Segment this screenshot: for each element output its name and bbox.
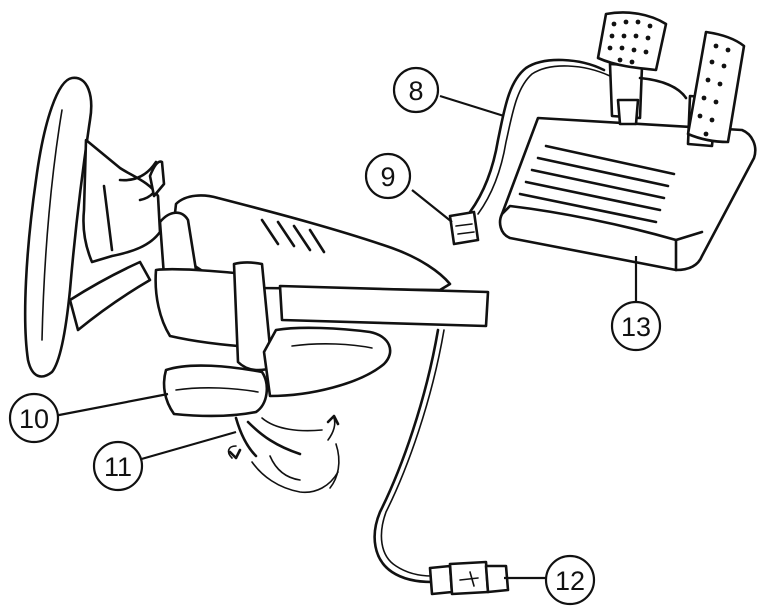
steering-wheel (23, 76, 166, 378)
pedal-texture (607, 19, 731, 137)
usb-plug (428, 564, 454, 596)
pedal-base (498, 116, 757, 272)
leader-lines (53, 94, 638, 580)
callout-9-label: 9 (380, 162, 395, 192)
callout-8-label: 8 (408, 76, 423, 106)
clamp-knob (162, 364, 269, 418)
pedal-cord (468, 58, 606, 214)
callout-11-label: 11 (104, 452, 132, 482)
callout-9: 9 (364, 152, 412, 200)
wheel-spoke (82, 138, 162, 264)
callout-12-label: 12 (555, 566, 585, 596)
usb-cord (373, 328, 440, 584)
usb-cable (373, 328, 510, 596)
rj-connector (448, 210, 480, 246)
pedal-cable (448, 58, 688, 246)
wheel-base (154, 194, 490, 418)
callout-8: 8 (392, 66, 440, 114)
callout-13: 13 (610, 300, 662, 352)
callout-12: 12 (544, 554, 596, 606)
wheel-rim (23, 76, 93, 378)
pedal-set (498, 11, 757, 272)
callout-10: 10 (8, 392, 60, 444)
callout-11: 11 (92, 440, 144, 492)
callout-10-label: 10 (19, 404, 49, 434)
clamp-arm (262, 326, 392, 398)
clamp-plate (278, 284, 490, 328)
screw-clamp (227, 414, 340, 494)
callout-13-label: 13 (621, 312, 651, 342)
pedal-right-pad (686, 30, 746, 144)
